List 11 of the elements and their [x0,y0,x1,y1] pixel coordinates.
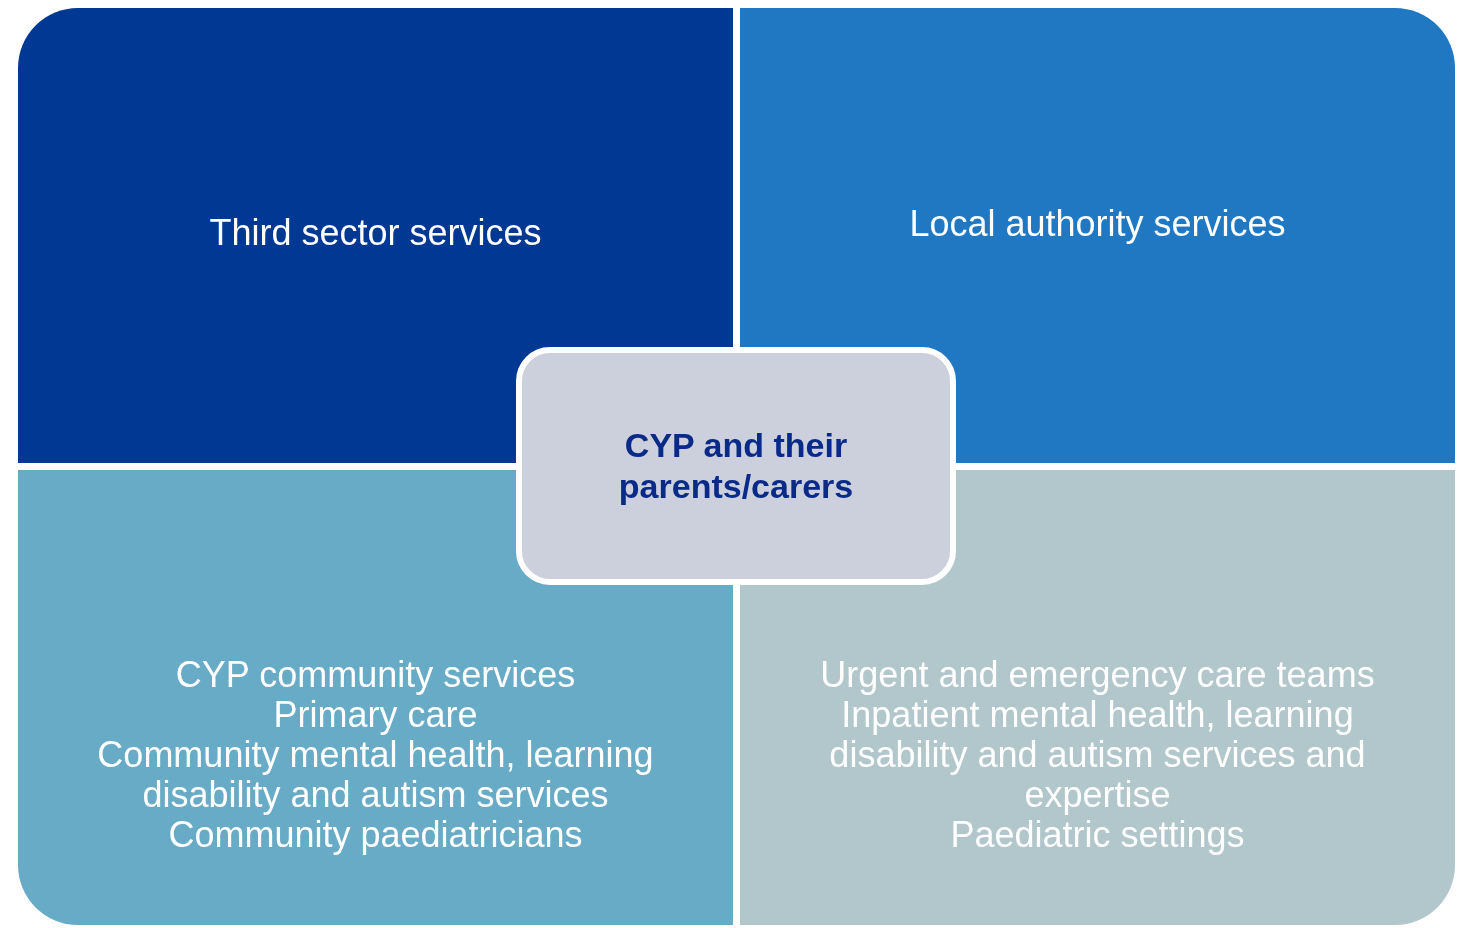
service-text: Urgent and emergency care teams [820,655,1375,695]
service-text: CYP community services [175,655,576,695]
service-text: Community paediatricians [168,815,583,855]
service-text: Community mental health, learning disability and autism services [96,735,655,815]
center-title: CYP and their parents/carers [617,425,855,507]
service-text: Third sector services [209,213,542,253]
service-text: Primary care [273,695,478,735]
service-text: Inpatient mental health, learning disability and autism services and expertise [829,695,1367,815]
center-box [516,347,956,585]
service-text: Local authority services [909,204,1286,244]
service-text: Paediatric settings [950,815,1245,855]
